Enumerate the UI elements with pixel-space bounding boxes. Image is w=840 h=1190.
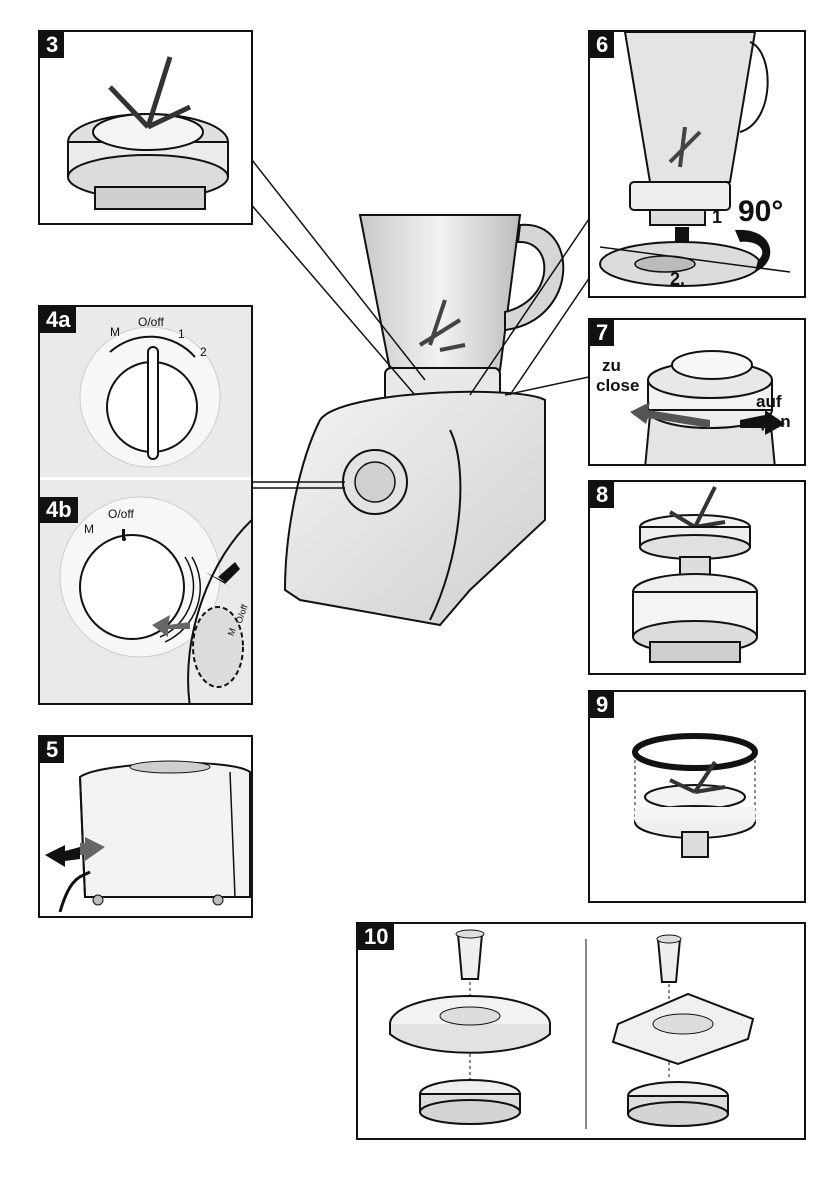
close-label-en: close bbox=[596, 376, 640, 395]
insert-illustration bbox=[389, 929, 755, 1129]
panel-6: 6 90° 1 2. bbox=[588, 30, 806, 298]
callout-line-7 bbox=[504, 374, 599, 396]
step-2-label: 2. bbox=[670, 269, 686, 289]
cord-storage-illustration bbox=[45, 760, 251, 913]
panel-number: 6 bbox=[590, 32, 615, 58]
panel-number: 5 bbox=[40, 737, 65, 763]
blender-base bbox=[283, 390, 546, 627]
callout-line-4 bbox=[245, 481, 345, 489]
seal-ring-illustration bbox=[632, 733, 758, 858]
open-label-en: open bbox=[750, 412, 791, 431]
jar-handle bbox=[504, 223, 565, 332]
panel-4: 4a M O/off 1 2 4b M O/off M O/off bbox=[38, 305, 253, 705]
dial-4b-label-off: O/off bbox=[108, 507, 134, 521]
panel-number: 8 bbox=[590, 482, 615, 508]
dial-label-off: O/off bbox=[138, 315, 164, 329]
jar-blade bbox=[418, 299, 466, 352]
jar-attach-illustration bbox=[599, 32, 791, 287]
dial-label-2: 2 bbox=[200, 345, 207, 359]
close-label-de: zu bbox=[602, 356, 621, 375]
rotation-angle: 90° bbox=[738, 195, 784, 228]
panel-divider bbox=[40, 477, 251, 480]
panel-number: 10 bbox=[358, 924, 395, 950]
panel-number: 7 bbox=[590, 320, 615, 346]
blade-disassembly-illustration bbox=[632, 486, 758, 663]
dial-4a-illustration bbox=[79, 326, 221, 468]
open-label-de: auf bbox=[756, 392, 782, 411]
blade-assembly-illustration bbox=[67, 56, 229, 210]
panel-7: 7 zu close auf open bbox=[588, 318, 806, 466]
panel-number: 3 bbox=[40, 32, 65, 58]
ring-lock-illustration bbox=[630, 350, 785, 464]
dial-label-m: M bbox=[110, 325, 120, 339]
callout-lines-6 bbox=[469, 209, 599, 396]
panel-3: 3 bbox=[38, 30, 253, 225]
blender-jar bbox=[358, 214, 522, 371]
panel-number-4a: 4a bbox=[40, 307, 77, 333]
dial-4b-label-m: M bbox=[84, 522, 94, 536]
step-1-label: 1 bbox=[712, 207, 723, 227]
panel-8: 8 bbox=[588, 480, 806, 675]
panel-9: 9 bbox=[588, 690, 806, 903]
panel-number: 9 bbox=[590, 692, 615, 718]
dial-4b-illustration bbox=[59, 496, 251, 703]
panel-10: 10 bbox=[356, 922, 806, 1140]
panel-5: 5 bbox=[38, 735, 253, 918]
panel-number-4b: 4b bbox=[40, 497, 78, 523]
dial-label-1: 1 bbox=[178, 327, 185, 341]
callout-lines-3 bbox=[229, 159, 426, 396]
